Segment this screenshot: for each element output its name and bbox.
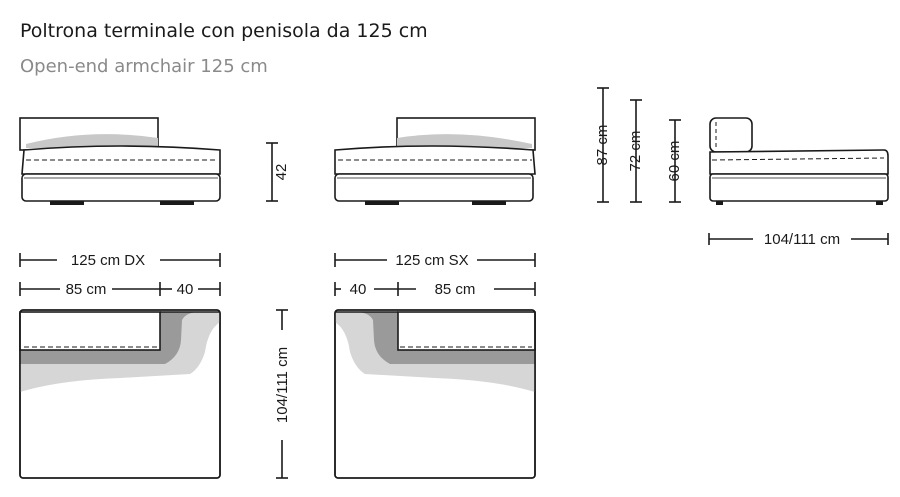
front-view-dx — [19, 117, 221, 205]
chaise-sx-label: 40 — [350, 281, 367, 298]
width-dx-label: 125 cm DX — [71, 252, 145, 269]
side-view — [709, 117, 889, 205]
plan-width-dimensions-sx — [334, 253, 536, 296]
page-title: Poltrona terminale con penisola da 125 c… — [20, 20, 428, 42]
arm-height-label: 60 cm — [666, 141, 683, 182]
seat-dx-label: 85 cm — [66, 281, 107, 298]
front-view-sx — [334, 117, 536, 205]
side-depth-dimension — [708, 233, 889, 245]
plan-depth-label: 104/111 cm — [274, 347, 291, 423]
plan-view-sx — [334, 309, 536, 479]
chaise-dx-label: 40 — [177, 281, 194, 298]
plan-width-dimensions-dx — [19, 253, 221, 296]
side-depth-label: 104/111 cm — [764, 231, 840, 248]
width-sx-label: 125 cm SX — [395, 252, 468, 269]
plan-depth-dimension — [276, 309, 288, 479]
seat-height-label: 42 — [273, 164, 290, 181]
seat-height-dimension — [266, 142, 278, 202]
height-dimensions — [597, 87, 681, 203]
page-subtitle: Open-end armchair 125 cm — [20, 56, 268, 77]
seat-sx-label: 85 cm — [435, 281, 476, 298]
total-height-label: 87 cm — [594, 125, 611, 166]
back-height-label: 72 cm — [627, 131, 644, 172]
plan-view-dx — [19, 309, 221, 479]
